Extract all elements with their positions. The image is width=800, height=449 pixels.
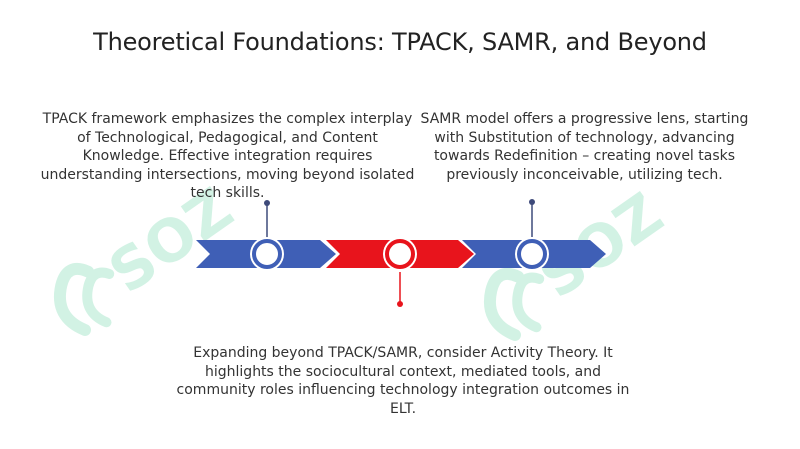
connector-dot-samr	[529, 199, 535, 205]
samr-description: SAMR model offers a progressive lens, st…	[420, 111, 749, 183]
marker-samr	[515, 237, 549, 271]
connector-dot-tpack	[264, 200, 270, 206]
tpack-description: TPACK framework emphasizes the complex i…	[40, 111, 415, 201]
slide-title: Theoretical Foundations: TPACK, SAMR, an…	[93, 28, 707, 56]
marker-tpack	[250, 237, 284, 271]
activity-theory-description: Expanding beyond TPACK/SAMR, consider Ac…	[176, 345, 630, 417]
marker-activity	[383, 237, 417, 271]
connector-dot-activity	[397, 301, 403, 307]
